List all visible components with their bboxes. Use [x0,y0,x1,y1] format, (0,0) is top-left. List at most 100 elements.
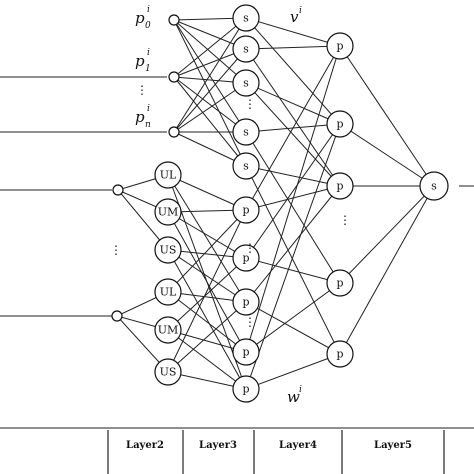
fuzzy-node-fz-us1-label: US [160,244,177,257]
edge-p3-3-p4-3 [245,185,341,303]
fuzzy-node-fz-ul2-label: UL [160,286,177,299]
edge-fz-um2-p3-5 [167,329,247,390]
fuzzy-node-fz-ul1-circle [154,161,182,189]
edge-fz-um1-p3-4 [167,211,247,353]
pn-base: p [135,108,145,126]
input-node-in-p1 [168,71,180,83]
layer-footer: Layer2 Layer3 Layer4 Layer5 [0,427,474,474]
p1-sub: 1 [145,64,151,74]
fuzzy-node-fz-ul1-label: UL [160,169,177,182]
edge-in-pn-s3-2 [173,48,247,133]
edge-fz-ul2-p3-4 [167,291,247,353]
input-node-in-p1-circle [168,71,180,83]
layer3-p-node-p3-1: p [232,196,260,224]
layer4-p-node-p4-4-label: p [336,277,343,290]
edge-fz-us2-p3-1 [167,209,247,373]
edge-p3-4-p4-4 [245,282,341,353]
edge-p3-1-p4-1 [245,45,341,211]
layer3-p-node-p3-4: p [232,338,260,366]
input-node-in-xn [111,310,123,322]
edge-in-p0-s3-3 [173,19,247,84]
edge-s3-2-p4-3 [245,48,341,187]
layer3-p-node-p3-4-label: p [242,346,249,359]
layer3-s-node-s3-1: s [232,4,260,32]
edge-in-pn-s3-3 [173,82,247,133]
w-base: w [287,388,300,406]
edge-in-p0-s3-5 [173,19,247,167]
edge-fz-um1-p3-2 [167,211,247,259]
layer3-label: Layer3 [199,440,237,451]
input-node-in-p0 [168,14,180,26]
input-node-in-xn-circle [111,310,123,322]
layer4-p-node-p4-5: p [326,340,354,368]
v-label: v i [290,6,302,26]
edge-fz-ul2-p3-1 [167,209,247,293]
layer3-p-node-p3-3-label: p [242,296,249,309]
edge-p3-3-p4-5 [245,301,341,355]
edge-s3-5-p4-5 [245,165,341,355]
fuzzy-node-fz-um1: UM [154,198,182,226]
edge-p3-2-p4-2 [245,123,341,259]
layer3-p-node-p3-1-circle [232,196,260,224]
layer3-p-node-p3-5-label: p [242,383,249,396]
edge-p3-2-p4-4 [245,257,341,284]
layer3-p-node-p3-5: p [232,375,260,403]
layer4-p-node-p4-4-circle [326,269,354,297]
layer5-label: Layer5 [374,440,412,451]
layer4-label: Layer4 [279,440,317,451]
s-ellipsis: ⋮ [244,97,256,111]
layer3-p-node-p3-3: p [232,288,260,316]
fuzzy-node-fz-us1-circle [154,236,182,264]
edge-p3-4-p4-1 [245,45,341,353]
p3-ellipsis-a: ⋮ [244,241,256,255]
layer2-label: Layer2 [126,440,164,451]
layer3-s-node-s3-3: s [232,69,260,97]
layer4-p-node-p4-2-circle [326,110,354,138]
input-lines [0,76,474,317]
edge-in-p1-s3-4 [173,76,247,133]
edge-p4-1-out [339,45,435,187]
fuzzy-node-fz-um2-label: UM [158,324,179,337]
edge-s3-1-p4-1 [245,17,341,47]
layer3-s-node-s3-3-label: s [243,77,249,90]
layer3-p-node-p3-1-label: p [242,204,249,217]
p0-sub: 0 [145,21,151,31]
p1-sup: i [147,48,150,58]
layer3-s-node-s3-4-circle [232,118,260,146]
p1-label: p 1 i [135,48,151,74]
layer4-p-node-p4-2: p [326,110,354,138]
w-label: w i [287,385,302,406]
w-sup: i [299,385,302,395]
layer3-s-node-s3-1-circle [232,4,260,32]
edge-in-pn-s3-1 [173,17,247,133]
output-node-label: s [431,180,437,193]
layer4-p-node-p4-4: p [326,269,354,297]
fuzzy-node-fz-um1-circle [154,198,182,226]
layer3-s-node-s3-3-circle [232,69,260,97]
input-node-in-pn-circle [168,126,180,138]
fuzzy-node-fz-ul2: UL [154,278,182,306]
fuzzy-node-fz-um1-label: UM [158,206,179,219]
edge-p3-5-p4-2 [245,123,341,390]
edge-s3-5-p4-3 [245,165,341,187]
layer4-p-node-p4-1: p [326,32,354,60]
layer4-p-node-p4-2-label: p [336,118,343,131]
input-node-in-p0-circle [168,14,180,26]
edge-s3-3-p4-2 [245,82,341,125]
edge-in-p0-s3-4 [173,19,247,133]
layer3-s-node-s3-2: s [232,35,260,63]
edge-fz-ul1-p3-1 [167,174,247,211]
layer3-s-node-s3-5: s [232,152,260,180]
edge-in-p1-s3-1 [173,17,247,78]
fuzzy-node-fz-um2: UM [154,316,182,344]
layer4-p-node-p4-3-circle [326,172,354,200]
fuzzy-node-fz-ul2-circle [154,278,182,306]
p4-ellipsis: ⋮ [339,213,351,227]
layer3-p-node-p3-4-circle [232,338,260,366]
layer3-s-node-s3-1-label: s [243,12,249,25]
fuzzy-node-fz-ul1: UL [154,161,182,189]
edge-s3-1-p4-2 [245,17,341,125]
pn-label: p n i [135,104,151,130]
edge-p4-5-out [339,185,435,355]
edge-p4-4-out [339,185,435,284]
